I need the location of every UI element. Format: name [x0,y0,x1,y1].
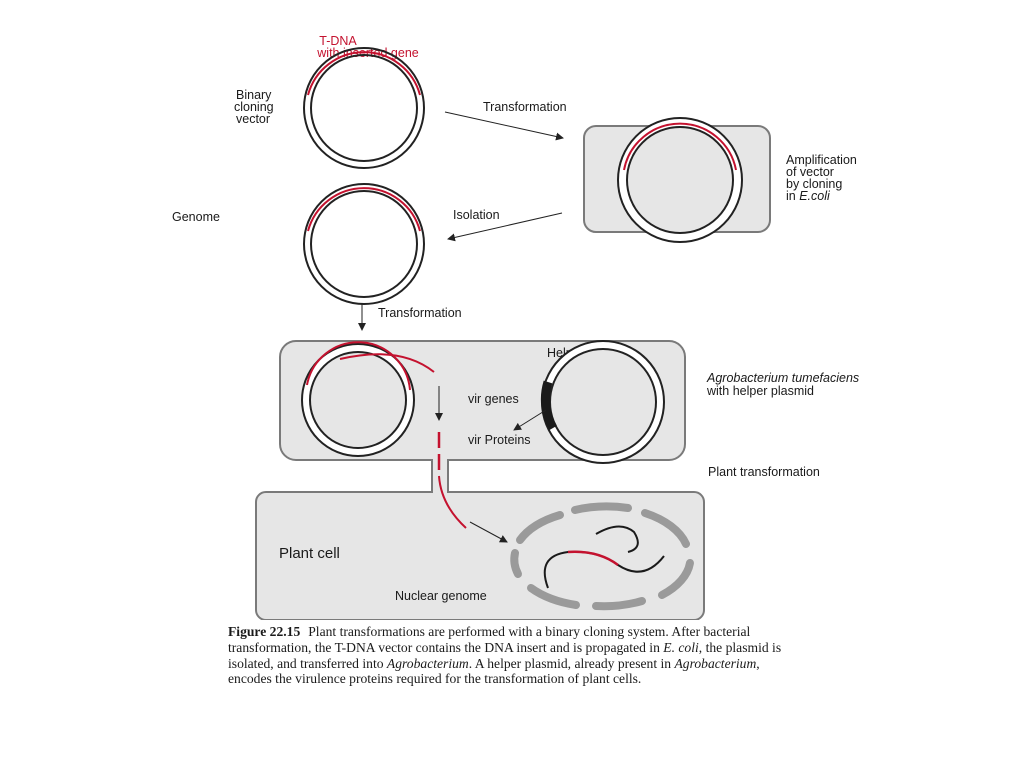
nuclear-genome-label: Nuclear genome [395,589,487,603]
tdna-label: T-DNA [319,34,357,48]
agrobacterium-label-2: with helper plasmid [706,384,814,398]
vir-expression-arrow [513,409,547,431]
plant-dna-coil [595,525,639,553]
nuclear-envelope [510,502,694,611]
vir-genes-label: vir genes [468,392,519,406]
amplification-label-2: of vector [786,165,834,179]
genome-label: Genome [172,210,220,224]
isolation-label: Isolation [453,208,500,222]
ecoli-plasmid [617,117,743,243]
binary-vector-label-2: cloning [234,100,274,114]
amplification-label-3: by cloning [786,177,842,191]
tdna-strand-arc [339,353,435,373]
caption-italic-1: E. coli [663,639,699,655]
agro-binary-plasmid [301,341,415,457]
transformation-label-1: Transformation [483,100,567,114]
isolated-plasmid [303,183,425,305]
caption-text-3: . A helper plasmid, already present in [468,655,675,671]
amplification-label-1: Amplification [786,153,857,167]
plant-transformation-label: Plant transformation [708,465,820,479]
caption-italic-2: Agrobacterium [386,655,469,671]
vir-proteins-label: vir Proteins [468,433,531,447]
binary-vector-label-1: Binary [236,88,272,102]
transformation-label-2: Transformation [378,306,462,320]
helper-plasmid [540,340,665,464]
transformation-arrow-1 [444,111,564,141]
integrated-tdna [567,550,619,567]
figure-number: Figure 22.15 [228,624,301,639]
tdna-strand-entry [438,475,467,529]
vir-gene-region [540,380,557,431]
diagram-canvas: T-DNA with inserted gene Binary cloning … [172,34,859,620]
caption-text-4: , encodes the virulence proteins require… [228,655,760,687]
plant-cell-label: Plant cell [279,545,340,562]
plant-cell [255,491,705,620]
isolation-arrow [447,212,563,242]
tdna-integration-arrow [469,521,508,543]
caption-text-2: , the plasmid is isolated, and transferr… [228,639,782,671]
caption-italic-3: Agrobacterium [674,655,757,671]
amplification-label-4: in E.coli [786,189,831,203]
caption-text-1: Plant transformations are performed with… [228,624,751,655]
agrobacterium-label-1: Agrobacterium tumefaciens [706,371,859,385]
binary-vector-label-3: vector [236,112,270,126]
binary-vector-plasmid [303,47,425,169]
